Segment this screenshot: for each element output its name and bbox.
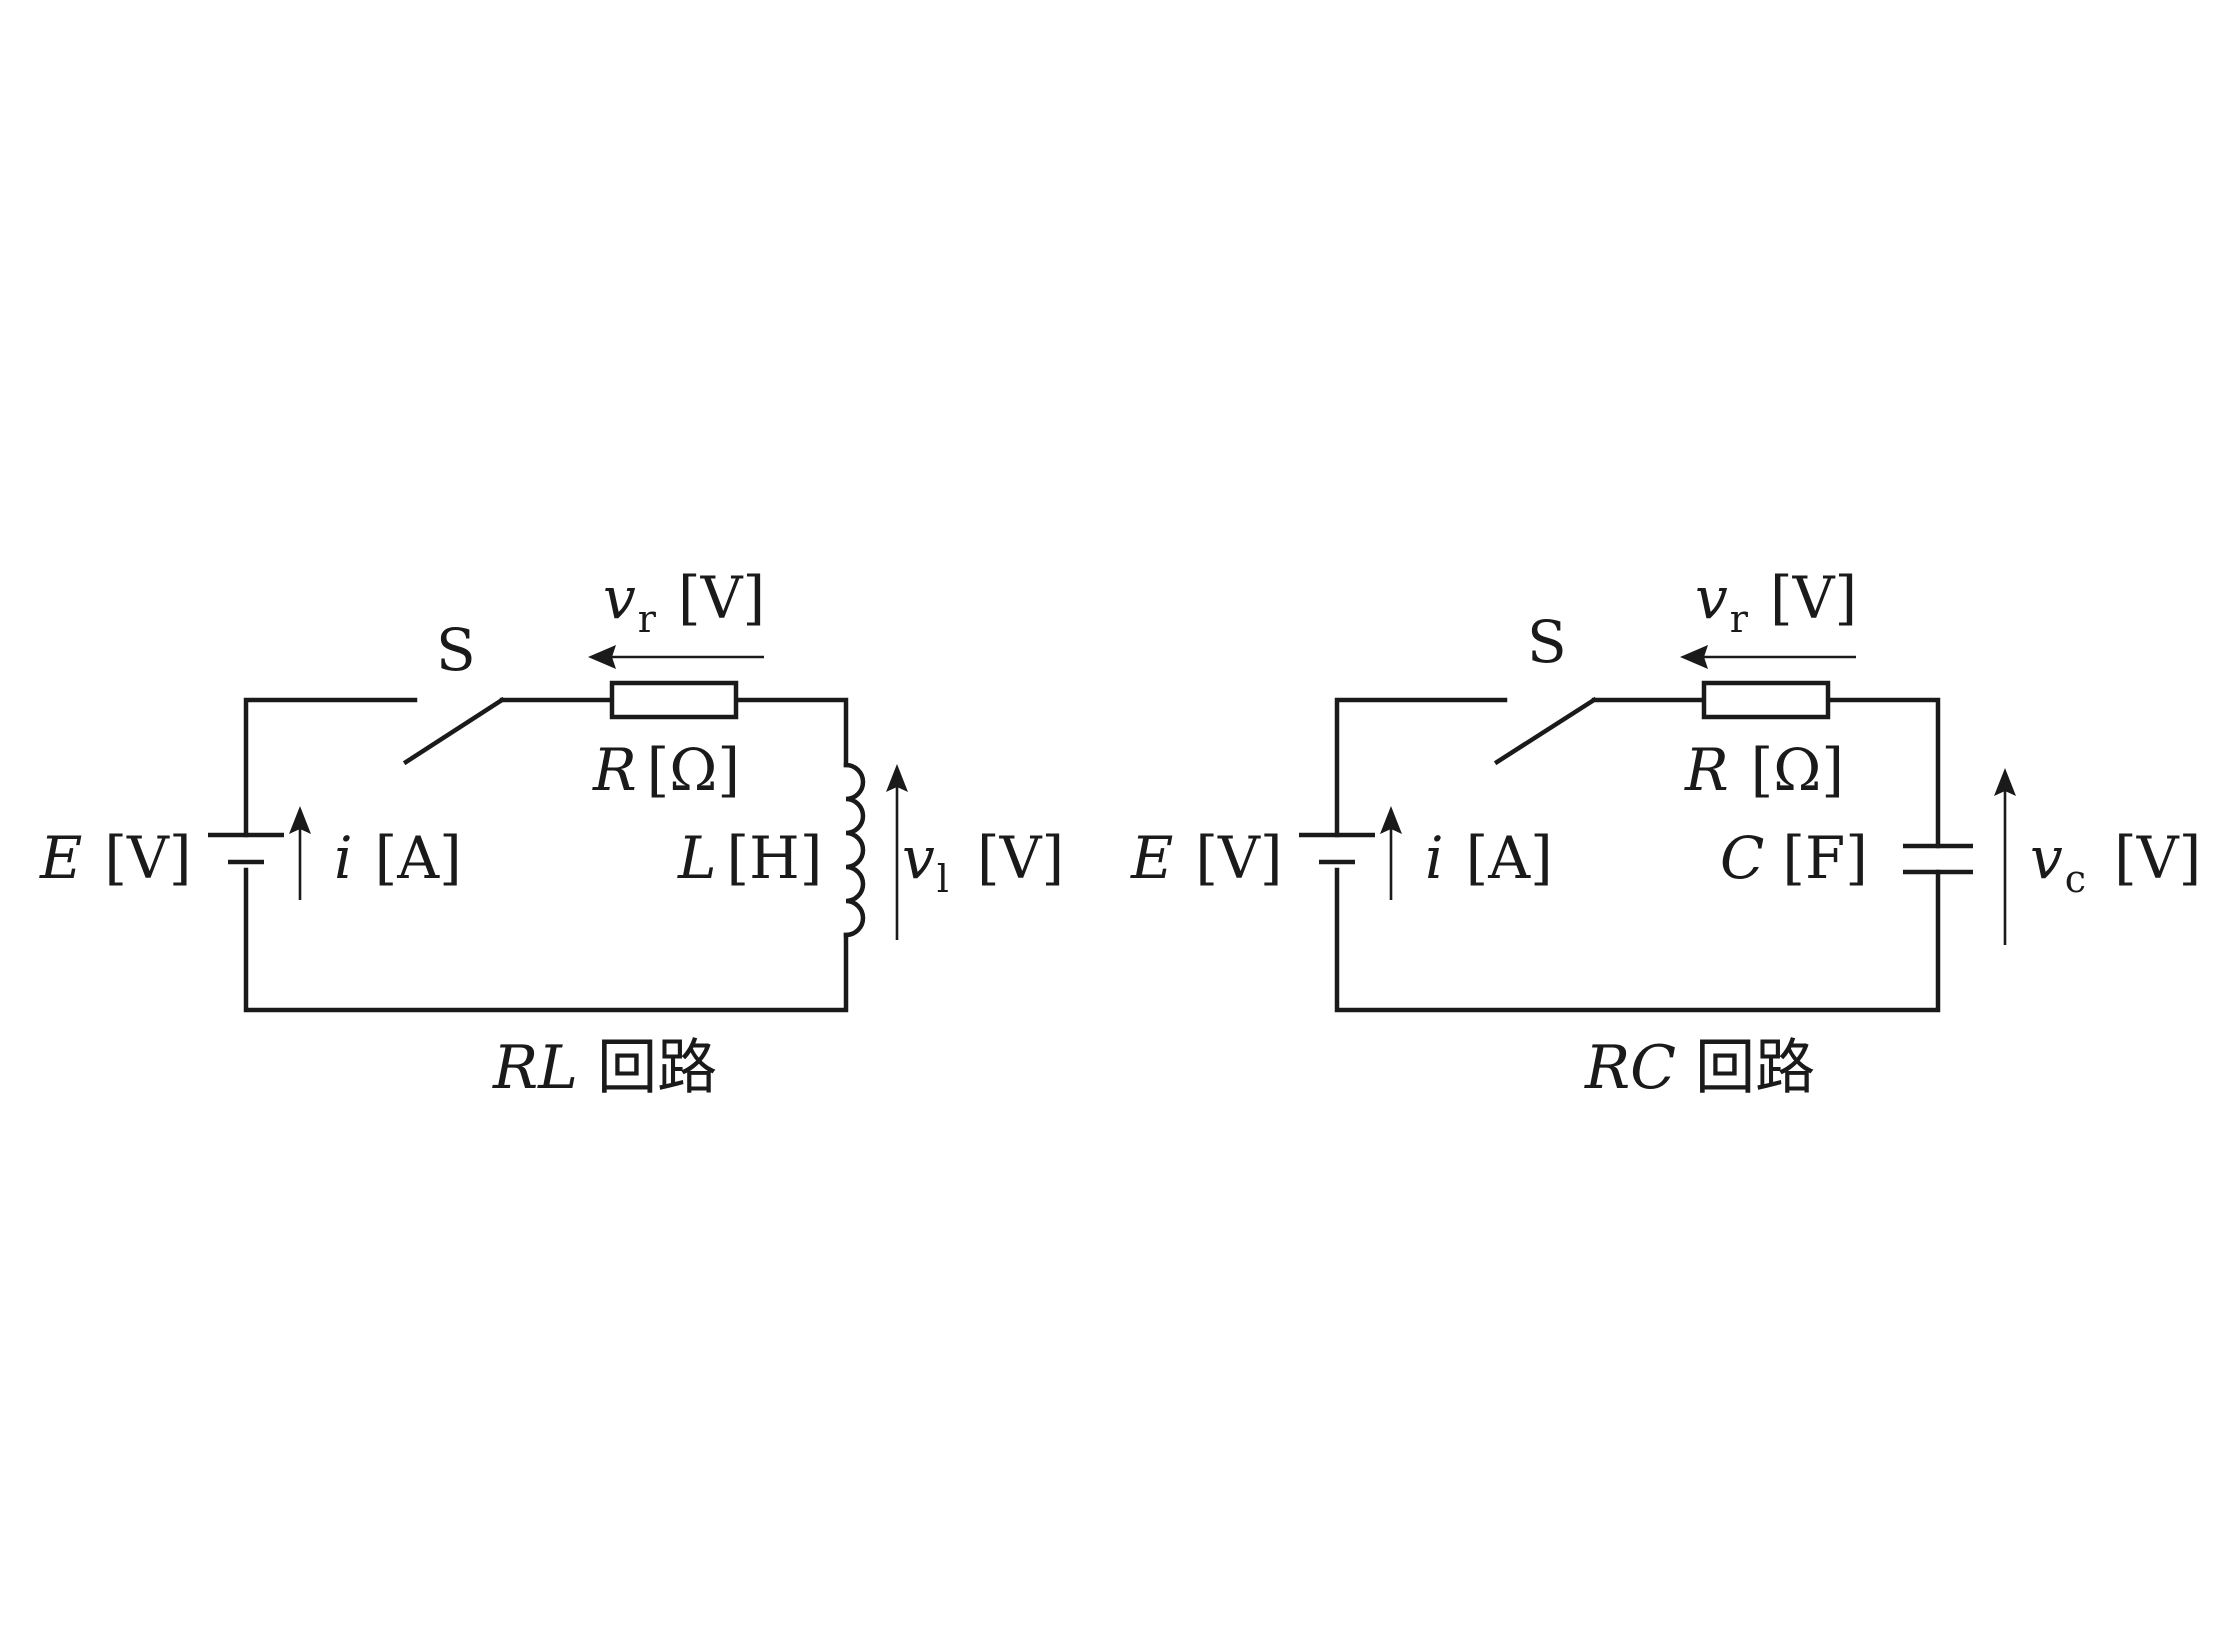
rc-caption-var: RC	[1584, 1033, 1676, 1103]
rl-inductor-coil	[843, 762, 866, 938]
rl-source-var: E	[39, 824, 82, 892]
rl-inductor-var: L	[677, 824, 717, 892]
rc-circuit: S vr[V] R[Ω] E[V] i[A] C[F] vc[V] RC 回路	[1130, 564, 2201, 1103]
rl-wire-left-top	[243, 697, 418, 838]
rl-vl-var: v	[902, 824, 935, 892]
rl-caption-var: RL	[492, 1033, 578, 1103]
rc-wire-top-right	[1591, 697, 1941, 849]
rl-circuit: S vr[V] R[Ω] E[V] i[A] L[H] vl[V] RL 回路	[39, 564, 1064, 1103]
rc-source-label: E [V]	[1130, 824, 1283, 892]
rc-switch-label: S	[1527, 608, 1567, 676]
rc-capacitor-label: C [F]	[1720, 824, 1868, 892]
rc-current-arrowhead	[1380, 806, 1402, 834]
rl-vr-unit: [V]	[678, 564, 765, 632]
rc-current-var: i	[1425, 824, 1444, 892]
rc-vc-var: v	[2030, 824, 2063, 892]
rc-vc-unit: [V]	[2114, 824, 2201, 892]
rc-vc-sub: c	[2065, 857, 2086, 901]
rc-vr-label: vr [V]	[1695, 564, 1857, 641]
rl-current-var: i	[334, 824, 353, 892]
rl-vl-arrowhead	[886, 764, 908, 792]
rc-capacitor-var: C	[1720, 824, 1764, 892]
rc-resistor-label: R [Ω]	[1684, 736, 1844, 804]
rc-capacitor-unit: [F]	[1782, 824, 1868, 892]
rc-switch-blade	[1493, 696, 1598, 766]
rl-vl-sub: l	[937, 857, 949, 901]
rl-vr-arrowhead	[588, 645, 616, 669]
rc-resistor-unit: [Ω]	[1751, 736, 1844, 804]
rl-vr-var: v	[603, 564, 636, 632]
rl-vl-label: vl [V]	[902, 824, 1064, 901]
rl-caption-text: 回路	[578, 1033, 717, 1103]
rl-current-label: i [A]	[334, 824, 462, 892]
rc-source-var: E	[1130, 824, 1173, 892]
rc-vr-var: v	[1695, 564, 1728, 632]
rc-current-label: i [A]	[1425, 824, 1553, 892]
rl-inductor-unit: [H]	[727, 824, 823, 892]
rl-inductor-label: L[H]	[677, 824, 822, 892]
rc-vc-arrowhead	[1994, 768, 2016, 796]
rc-source-unit: [V]	[1195, 824, 1282, 892]
rl-resistor-label: R[Ω]	[592, 736, 740, 804]
rc-wire-left-bottom	[1334, 867, 1941, 1013]
rc-vr-arrowhead	[1680, 645, 1708, 669]
rc-resistor	[1701, 680, 1831, 720]
rl-source-label: E [V]	[39, 824, 192, 892]
rl-caption: RL 回路	[492, 1033, 717, 1103]
rc-caption-text: 回路	[1676, 1033, 1815, 1103]
rl-source-unit: [V]	[104, 824, 191, 892]
rl-resistor-unit: [Ω]	[647, 736, 740, 804]
rl-resistor-var: R	[592, 736, 637, 804]
rl-vr-label: vr [V]	[603, 564, 765, 641]
rc-vr-unit: [V]	[1770, 564, 1857, 632]
rl-vr-sub: r	[638, 597, 657, 641]
rl-vl-unit: [V]	[977, 824, 1064, 892]
rl-switch-blade	[402, 696, 506, 766]
rc-vc-label: vc [V]	[2030, 824, 2201, 901]
rl-current-unit: [A]	[375, 824, 462, 892]
rc-wire-left-top	[1334, 697, 1508, 838]
rl-resistor	[609, 680, 739, 720]
rl-current-arrowhead	[289, 806, 311, 834]
rc-vr-sub: r	[1730, 597, 1749, 641]
rc-resistor-var: R	[1684, 736, 1729, 804]
rl-switch-label: S	[436, 616, 476, 684]
rc-current-unit: [A]	[1466, 824, 1553, 892]
rl-wire-top-right	[499, 697, 849, 768]
rl-wire-left-bottom	[243, 867, 849, 1013]
rc-caption: RC 回路	[1584, 1033, 1815, 1103]
